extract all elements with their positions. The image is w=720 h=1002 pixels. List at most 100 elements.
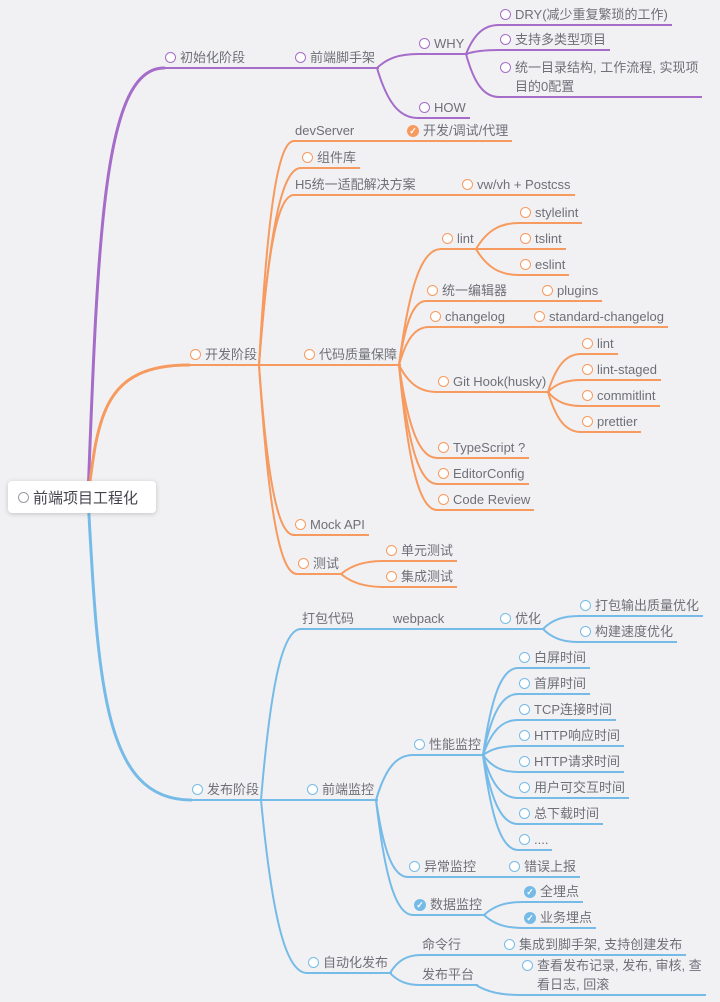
mindmap-node[interactable]: ✓全埋点 [522, 882, 584, 903]
mindmap-node[interactable]: TCP连接时间 [517, 700, 617, 721]
mindmap-node[interactable]: 优化 [498, 609, 546, 630]
mindmap-node[interactable]: webpack [391, 609, 449, 630]
mindmap-root-node[interactable]: 前端项目工程化 [8, 481, 156, 513]
mindmap-node[interactable]: Git Hook(husky) [436, 372, 551, 393]
mindmap-node[interactable]: DRY(减少重复繁琐的工作) [498, 5, 672, 26]
progress-icon[interactable] [582, 338, 593, 349]
progress-icon[interactable] [534, 311, 545, 322]
mindmap-node[interactable]: 初始化阶段 [163, 48, 250, 69]
mindmap-node[interactable]: 单元测试 [384, 541, 458, 562]
mindmap-node[interactable]: .... [517, 830, 553, 851]
mindmap-node[interactable]: lint [440, 229, 478, 250]
mindmap-node[interactable]: 命令行 [420, 935, 466, 956]
mindmap-node[interactable]: ✓业务埋点 [522, 908, 597, 929]
mindmap-node[interactable]: 构建速度优化 [578, 622, 678, 643]
progress-done-icon[interactable]: ✓ [524, 885, 536, 898]
mindmap-node[interactable]: 发布阶段 [190, 780, 264, 801]
mindmap-node[interactable]: 自动化发布 [306, 953, 393, 974]
progress-icon[interactable] [500, 9, 511, 20]
progress-icon[interactable] [580, 626, 591, 637]
progress-icon[interactable] [520, 259, 531, 270]
progress-icon[interactable] [409, 861, 420, 872]
progress-icon[interactable] [438, 468, 449, 479]
mindmap-node[interactable]: 打包输出质量优化 [578, 596, 704, 617]
progress-icon[interactable] [580, 600, 591, 611]
mindmap-node[interactable]: 性能监控 [412, 735, 486, 756]
mindmap-node[interactable]: 错误上报 [507, 857, 581, 878]
progress-icon[interactable] [519, 730, 530, 741]
progress-icon[interactable] [519, 808, 530, 819]
mindmap-node[interactable]: 白屏时间 [517, 648, 591, 669]
progress-done-icon[interactable]: ✓ [407, 124, 419, 137]
mindmap-node[interactable]: vw/vh + Postcss [460, 175, 575, 196]
progress-icon[interactable] [519, 782, 530, 793]
mindmap-node[interactable]: commitlint [580, 386, 660, 407]
progress-done-icon[interactable]: ✓ [414, 898, 426, 911]
mindmap-node[interactable]: 用户可交互时间 [517, 778, 630, 799]
progress-icon[interactable] [430, 311, 441, 322]
progress-icon[interactable] [419, 38, 430, 49]
mindmap-node[interactable]: 集成测试 [384, 567, 458, 588]
mindmap-node[interactable]: devServer [293, 121, 359, 142]
mindmap-node[interactable]: stylelint [518, 203, 583, 224]
progress-icon[interactable] [522, 960, 533, 971]
mindmap-node[interactable]: 打包代码 [300, 609, 359, 630]
mindmap-node[interactable]: tslint [518, 229, 566, 250]
progress-icon[interactable] [462, 179, 473, 190]
progress-icon[interactable] [386, 571, 397, 582]
progress-icon[interactable] [419, 102, 430, 113]
mindmap-node[interactable]: WHY [417, 34, 469, 55]
progress-icon[interactable] [414, 739, 425, 750]
mindmap-node[interactable]: prettier [580, 412, 642, 433]
progress-icon[interactable] [520, 233, 531, 244]
mindmap-node[interactable]: 支持多类型项目 [498, 30, 611, 51]
progress-icon[interactable] [295, 519, 306, 530]
mindmap-node[interactable]: ✓开发/调试/代理 [405, 121, 513, 142]
progress-icon[interactable] [504, 939, 515, 950]
progress-icon[interactable] [500, 62, 511, 73]
progress-icon[interactable] [438, 376, 449, 387]
mindmap-node[interactable]: 发布平台 [420, 965, 479, 986]
mindmap-node[interactable]: 测试 [296, 554, 344, 575]
mindmap-node[interactable]: 集成到脚手架, 支持创建发布 [502, 935, 687, 956]
progress-icon[interactable] [307, 784, 318, 795]
mindmap-node[interactable]: 代码质量保障 [302, 345, 402, 366]
progress-icon[interactable] [582, 364, 593, 375]
progress-icon[interactable] [190, 349, 201, 360]
progress-icon[interactable] [304, 349, 315, 360]
mindmap-node[interactable]: Mock API [293, 515, 369, 536]
progress-icon[interactable] [165, 52, 176, 63]
progress-icon[interactable] [295, 52, 306, 63]
progress-icon[interactable] [542, 285, 553, 296]
mindmap-node[interactable]: HTTP请求时间 [517, 752, 624, 773]
progress-icon[interactable] [500, 34, 511, 45]
mindmap-node[interactable]: 统一目录结构, 工作流程, 实现项目的0配置 [498, 58, 703, 98]
mindmap-node[interactable]: 前端监控 [305, 780, 379, 801]
progress-icon[interactable] [18, 491, 29, 503]
progress-icon[interactable] [386, 545, 397, 556]
mindmap-node[interactable]: 前端脚手架 [293, 48, 380, 69]
mindmap-node[interactable]: plugins [540, 281, 603, 302]
progress-icon[interactable] [519, 652, 530, 663]
progress-icon[interactable] [192, 784, 203, 795]
progress-icon[interactable] [582, 416, 593, 427]
mindmap-node[interactable]: changelog [428, 307, 509, 328]
progress-icon[interactable] [519, 834, 530, 845]
mindmap-node[interactable]: 开发阶段 [188, 345, 262, 366]
mindmap-node[interactable]: Code Review [436, 490, 535, 511]
mindmap-node[interactable]: eslint [518, 255, 570, 276]
mindmap-node[interactable]: 异常监控 [407, 857, 481, 878]
mindmap-node[interactable]: 统一编辑器 [425, 281, 512, 302]
progress-icon[interactable] [519, 678, 530, 689]
progress-icon[interactable] [442, 233, 453, 244]
progress-icon[interactable] [519, 704, 530, 715]
progress-icon[interactable] [509, 861, 520, 872]
mindmap-node[interactable]: EditorConfig [436, 464, 529, 485]
mindmap-node[interactable]: TypeScript ? [436, 438, 530, 459]
progress-icon[interactable] [298, 558, 309, 569]
mindmap-node[interactable]: HTTP响应时间 [517, 726, 624, 747]
mindmap-node[interactable]: standard-changelog [532, 307, 668, 328]
progress-icon[interactable] [520, 207, 531, 218]
progress-icon[interactable] [302, 152, 313, 163]
mindmap-node[interactable]: 组件库 [300, 148, 361, 169]
